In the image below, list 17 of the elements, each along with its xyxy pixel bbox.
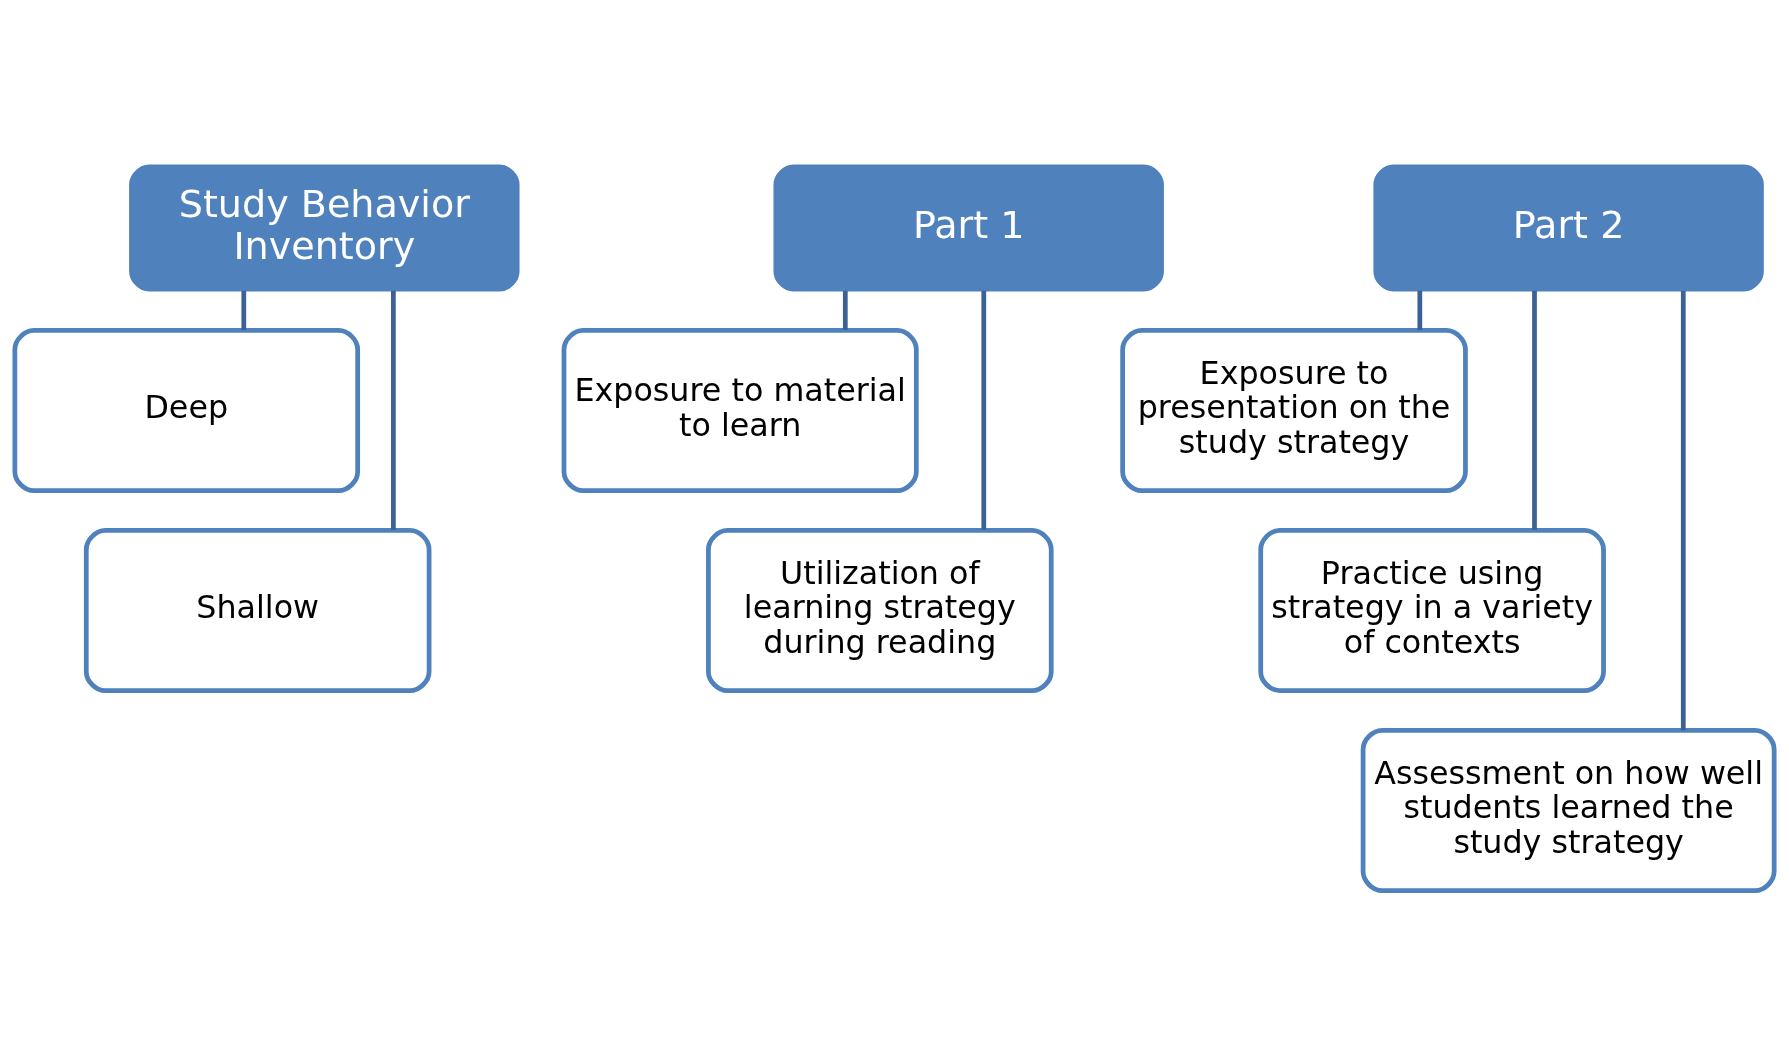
node-box: Study Behavior Inventory — [129, 164, 520, 292]
connector — [1417, 290, 1423, 330]
node-box: Exposure to material to learn — [561, 328, 919, 494]
connector — [981, 290, 987, 530]
connector — [391, 290, 396, 530]
node-box: Utilization of learning strategy during reading — [706, 528, 1054, 694]
connector — [842, 290, 848, 330]
node-box: Part 1 — [773, 164, 1164, 292]
node-box: Shallow — [83, 528, 432, 694]
connector — [1680, 290, 1686, 731]
node-box: Practice using strategy in a variety of contexts — [1258, 528, 1606, 694]
node-box: Exposure to presentation on the study strategy — [1120, 328, 1468, 494]
node-box: Deep — [12, 328, 361, 494]
connector — [241, 290, 247, 330]
connector — [1532, 290, 1537, 530]
node-box: Assessment on how well students learned the study strategy — [1360, 727, 1777, 894]
node-box: Part 2 — [1373, 164, 1764, 292]
